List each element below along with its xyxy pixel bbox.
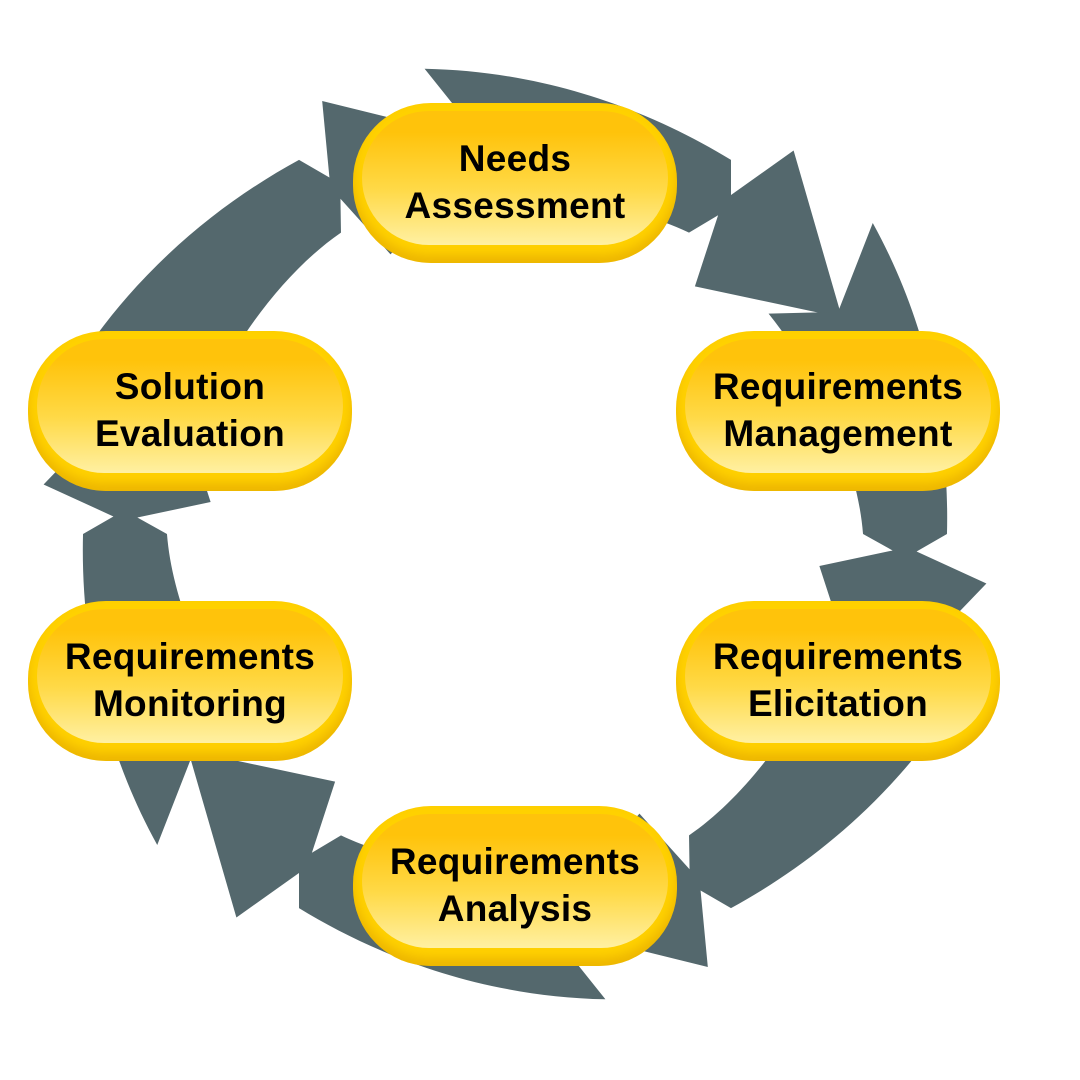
node-label-line: Elicitation (747, 683, 929, 724)
node-label-line: Requirements (389, 841, 641, 883)
node-label: Requirements Management (713, 364, 963, 457)
cycle-node-requirements-monitoring: Requirements Monitoring (28, 601, 352, 761)
node-label-line: Requirements (712, 636, 964, 678)
node-label: Requirements Elicitation (713, 634, 963, 727)
node-label-line: Evaluation (94, 413, 286, 454)
cycle-node-requirements-analysis: Requirements Analysis (353, 806, 677, 966)
node-label-line: Requirements (64, 636, 316, 678)
cycle-node-needs-assessment: Needs Assessment (353, 103, 677, 263)
cycle-node-requirements-elicitation: Requirements Elicitation (676, 601, 1000, 761)
node-label: Requirements Analysis (390, 839, 640, 932)
node-label-line: Needs (458, 138, 572, 180)
node-label-line: Monitoring (92, 683, 288, 724)
cycle-node-requirements-management: Requirements Management (676, 331, 1000, 491)
node-label-line: Requirements (712, 366, 964, 408)
cycle-node-solution-evaluation: Solution Evaluation (28, 331, 352, 491)
node-label-line: Analysis (437, 888, 593, 929)
node-label: Requirements Monitoring (65, 634, 315, 727)
node-label: Needs Assessment (404, 136, 625, 229)
node-label-line: Solution (114, 366, 266, 408)
node-label-line: Assessment (404, 185, 626, 226)
node-label-line: Management (723, 413, 953, 454)
node-label: Solution Evaluation (95, 364, 285, 457)
